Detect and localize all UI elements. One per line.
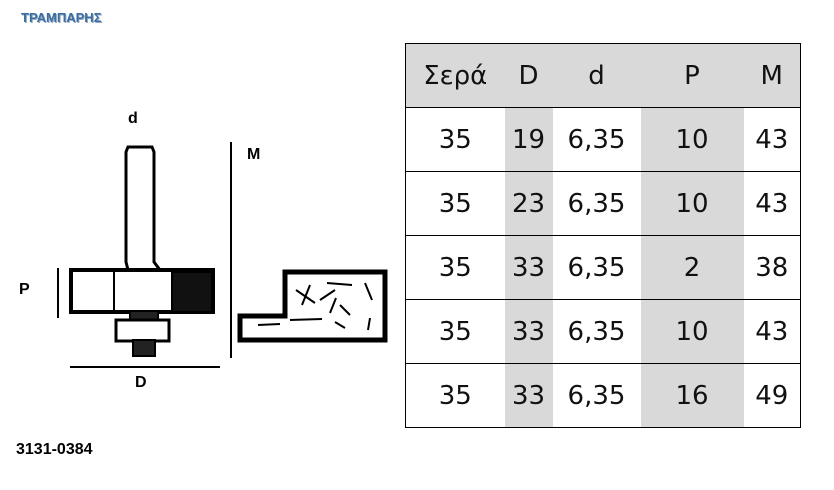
header-M: M — [743, 43, 801, 108]
table-header-row: Σερά D d P M — [405, 43, 801, 108]
cell-M: 49 — [743, 363, 801, 428]
cell-M: 43 — [743, 171, 801, 236]
label-p: P — [19, 281, 30, 298]
cell-D: 23 — [504, 171, 553, 236]
shank — [124, 145, 163, 272]
cell-d: 6,35 — [552, 107, 641, 172]
header-D: D — [504, 43, 553, 108]
cutter-blade — [171, 271, 213, 313]
brand-logo: ΤΡΑΜΠΑΡΗΣ — [21, 10, 102, 25]
cell-series: 35 — [405, 171, 505, 236]
header-d: d — [552, 43, 641, 108]
cell-M: 38 — [743, 235, 801, 300]
cell-D: 33 — [504, 363, 553, 428]
cell-series: 35 — [405, 363, 505, 428]
cell-D: 33 — [504, 235, 553, 300]
cell-P: 10 — [640, 171, 744, 236]
product-code: 3131-0384 — [16, 441, 93, 458]
cell-series: 35 — [405, 235, 505, 300]
header-P: P — [640, 43, 744, 108]
cell-D: 19 — [504, 107, 553, 172]
label-d: d — [128, 110, 138, 127]
cell-d: 6,35 — [552, 363, 641, 428]
label-m: M — [247, 146, 261, 163]
cell-series: 35 — [405, 107, 505, 172]
cell-P: 10 — [640, 107, 744, 172]
label-d-diameter: D — [135, 374, 147, 391]
header-series: Σερά — [405, 43, 505, 108]
cell-P: 16 — [640, 363, 744, 428]
bearing — [114, 318, 171, 343]
router-bit-drawing — [57, 142, 388, 368]
cell-d: 6,35 — [552, 171, 641, 236]
cell-D: 33 — [504, 299, 553, 364]
cell-d: 6,35 — [552, 299, 641, 364]
cell-P: 2 — [640, 235, 744, 300]
cell-d: 6,35 — [552, 235, 641, 300]
cell-P: 10 — [640, 299, 744, 364]
cell-series: 35 — [405, 299, 505, 364]
cell-M: 43 — [743, 107, 801, 172]
cell-M: 43 — [743, 299, 801, 364]
workpiece-profile — [237, 269, 388, 343]
